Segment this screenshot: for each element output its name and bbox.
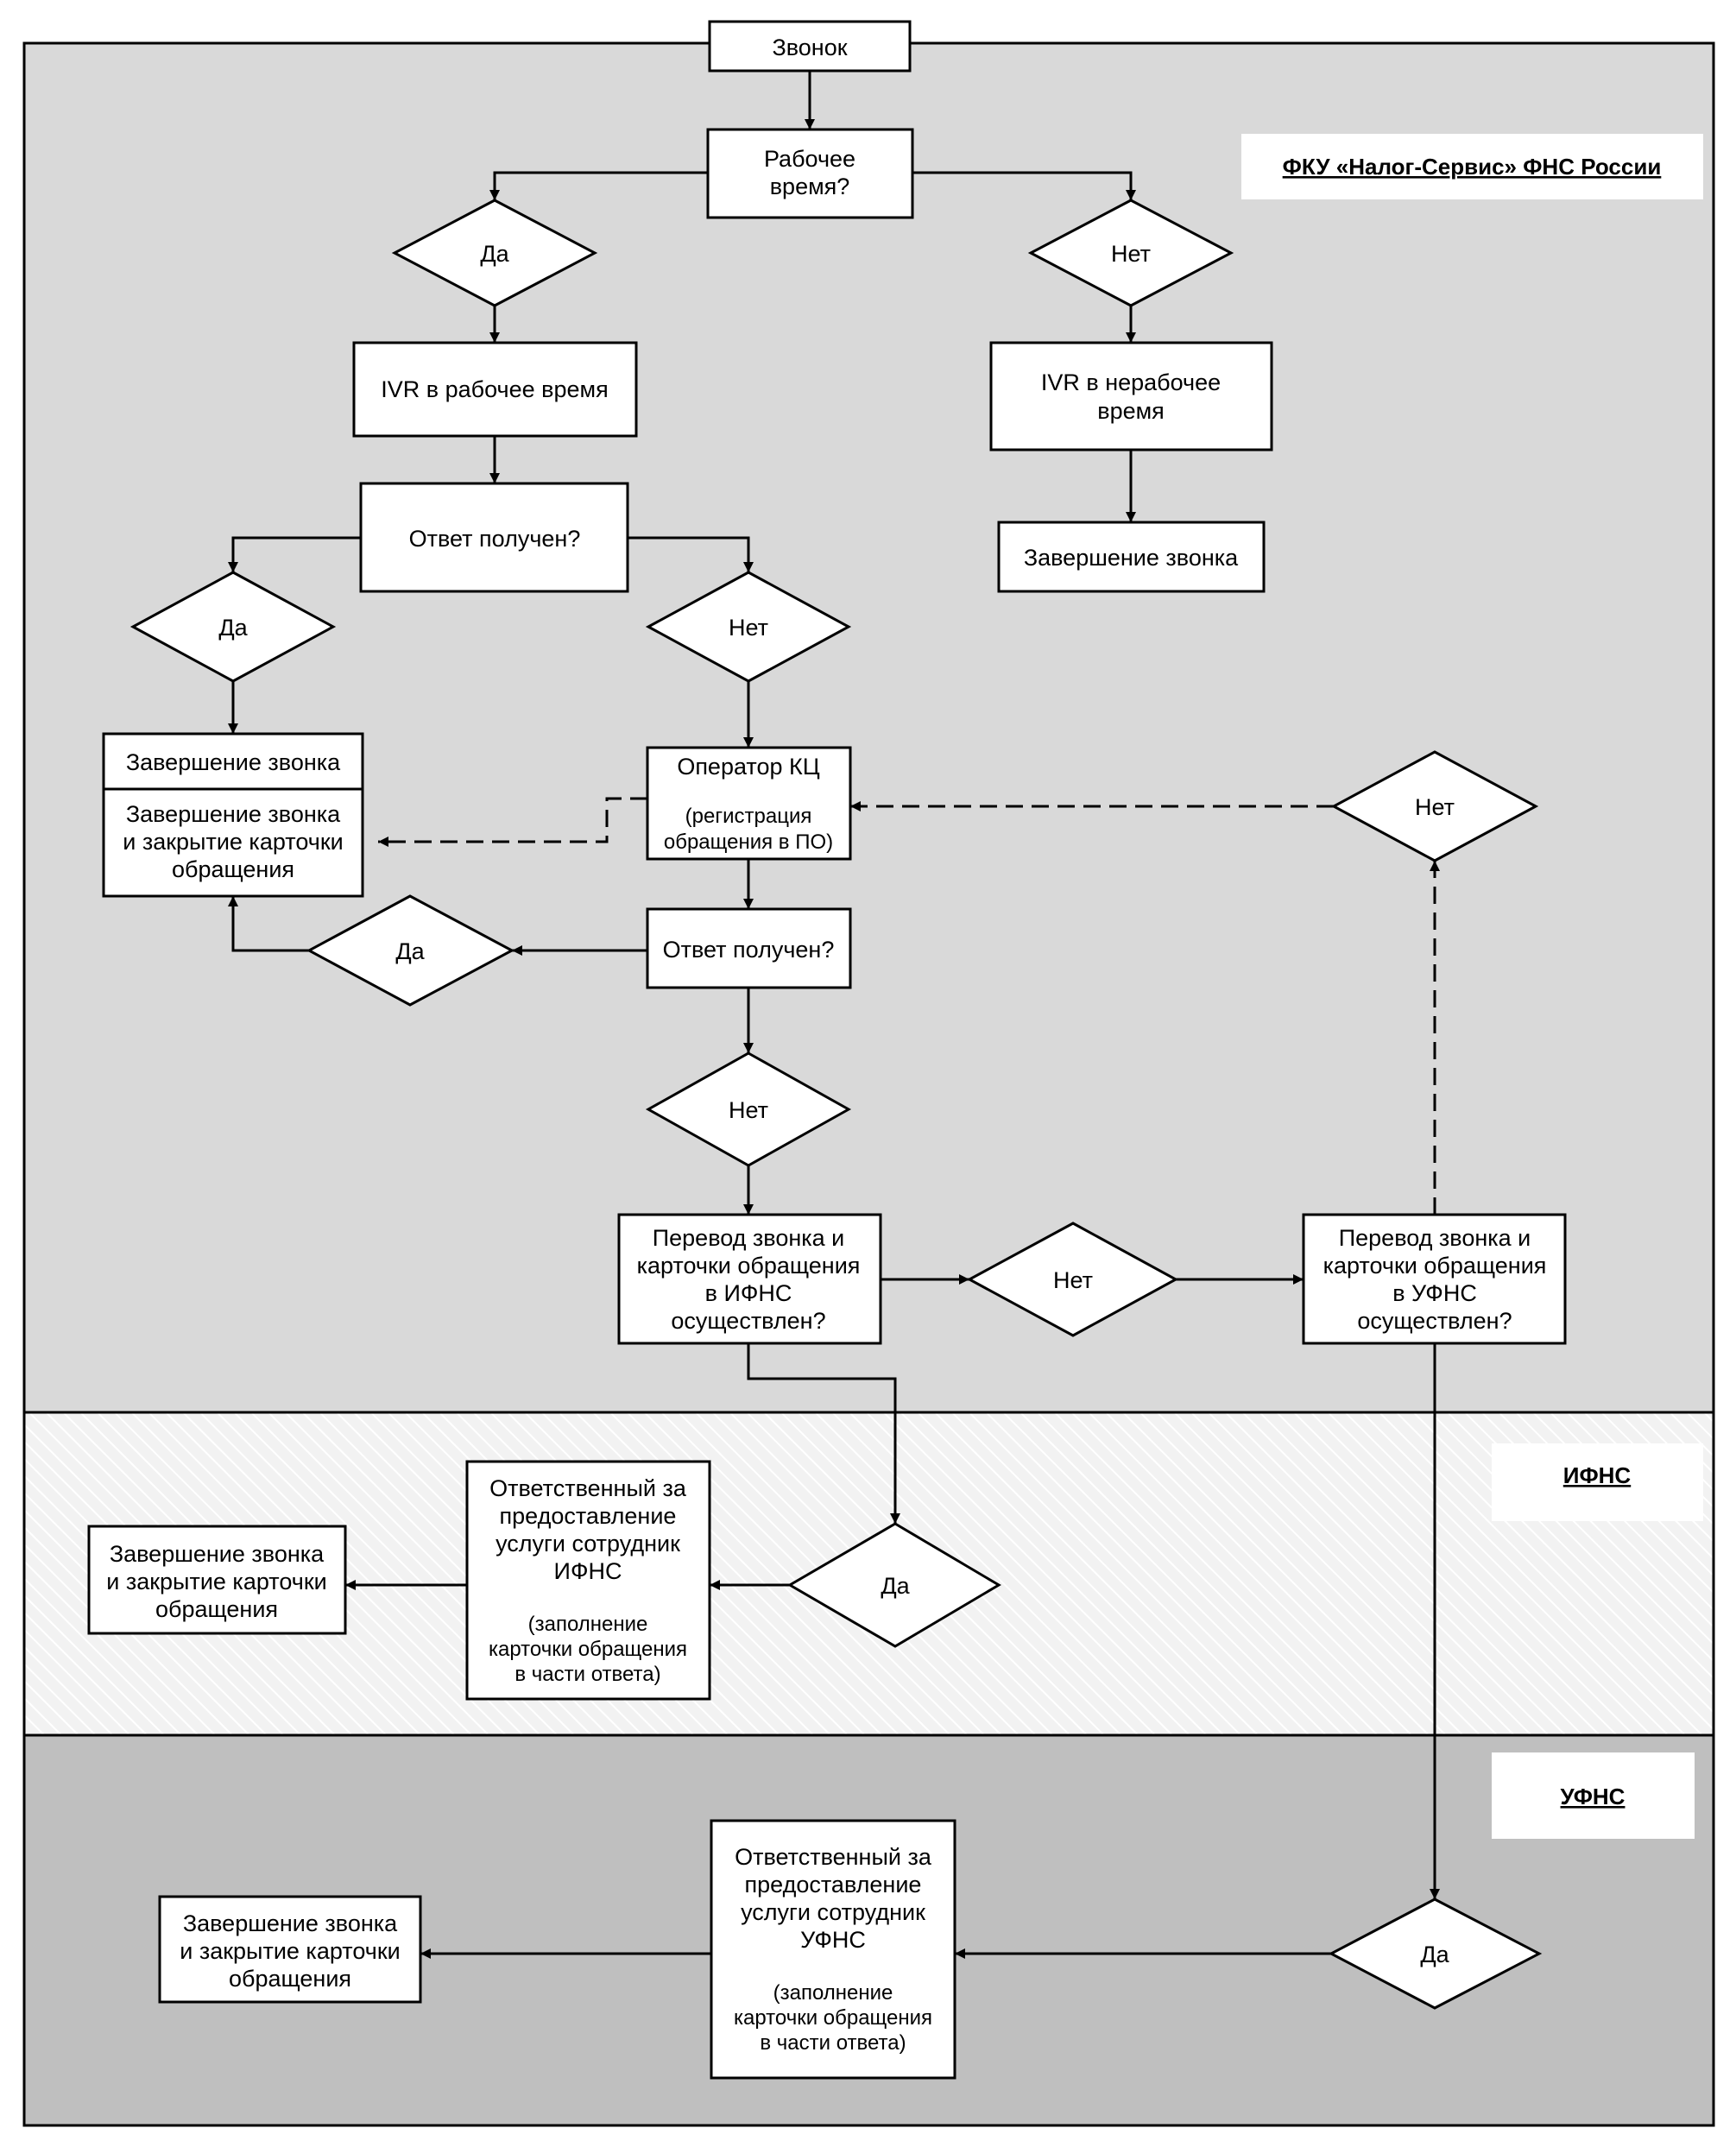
org-label-ufns-text: УФНС <box>1561 1784 1626 1809</box>
decision-yes-3-text: Да <box>395 938 425 964</box>
decision-yes-1: Да <box>391 199 598 307</box>
node-work-time-line-2: время? <box>770 174 850 199</box>
node-end-ufns-line-3: обращения <box>229 1966 351 1992</box>
node-answer-1-text: Ответ получен? <box>409 526 581 552</box>
node-answer-2: Ответ получен? <box>646 907 852 989</box>
decision-no-1-text: Нет <box>1111 241 1151 267</box>
node-resp-ifns-title-1: Ответственный за <box>489 1475 687 1501</box>
node-call-text: Звонок <box>772 35 847 60</box>
node-end-box-header: Завершение звонка <box>126 749 341 775</box>
node-end-box-line-3: обращения <box>172 856 294 882</box>
node-resp-ufns-title-1: Ответственный за <box>735 1844 932 1870</box>
org-label-fku: ФКУ «Налог-Сервис» ФНС России <box>1241 134 1703 199</box>
node-end-ufns: Завершение звонка и закрытие карточки об… <box>158 1895 422 2004</box>
node-end-box-line-1: Завершение звонка <box>126 801 341 827</box>
node-resp-ufns-title-3: услуги сотрудник <box>741 1899 925 1925</box>
node-transfer-ufns: Перевод звонка и карточки обращения в УФ… <box>1302 1213 1567 1345</box>
node-operator-note-1: (регистрация <box>685 805 812 828</box>
org-label-fku-text: ФКУ «Налог-Сервис» ФНС России <box>1283 154 1662 180</box>
node-end-ufns-line-1: Завершение звонка <box>183 1910 398 1936</box>
node-resp-ifns-title-3: услуги сотрудник <box>496 1531 680 1557</box>
node-ivr-off-line-1: IVR в нерабочее <box>1041 369 1221 395</box>
node-transfer-ifns-line-2: карточки обращения <box>637 1253 861 1279</box>
org-label-ifns-text: ИФНС <box>1563 1462 1632 1488</box>
edge-operator-endbox <box>378 797 647 847</box>
edge-answer1-no <box>628 536 754 572</box>
node-transfer-ifns-line-1: Перевод звонка и <box>653 1225 845 1251</box>
decision-yes-2-text: Да <box>218 615 248 641</box>
node-operator: Оператор КЦ (регистрация обращения в ПО) <box>646 746 852 861</box>
decision-yes-1-text: Да <box>480 241 509 267</box>
decision-no-4: Нет <box>966 1222 1179 1337</box>
node-work-time: Рабочее время? <box>706 128 914 219</box>
org-label-ifns: ИФНС <box>1492 1443 1703 1521</box>
node-ivr-off: IVR в нерабочее время <box>989 341 1273 452</box>
node-resp-ufns-note-2: карточки обращения <box>734 2006 932 2030</box>
node-end-call-1-text: Завершение звонка <box>1024 545 1239 571</box>
node-ivr-work-text: IVR в рабочее время <box>381 376 608 402</box>
lane-fku <box>22 41 1715 1414</box>
node-transfer-ufns-line-2: карточки обращения <box>1323 1253 1547 1279</box>
decision-no-2: Нет <box>645 571 852 683</box>
edge-worktime-yes <box>489 171 708 200</box>
decision-no-loop: Нет <box>1330 750 1539 862</box>
node-resp-ifns-title-2: предоставление <box>500 1503 677 1529</box>
node-transfer-ifns-line-4: осуществлен? <box>671 1308 825 1334</box>
node-end-box: Завершение звонка Завершение звонка и за… <box>102 732 364 898</box>
node-resp-ifns: Ответственный за предоставление услуги с… <box>465 1460 711 1701</box>
node-end-box-line-2: и закрытие карточки <box>123 829 343 855</box>
node-transfer-ufns-line-3: в УФНС <box>1392 1280 1477 1306</box>
node-transfer-ifns: Перевод звонка и карточки обращения в ИФ… <box>617 1213 882 1345</box>
node-resp-ufns-title-4: УФНС <box>800 1927 866 1953</box>
edge-answer1-yes <box>228 536 361 572</box>
decision-no-3-text: Нет <box>729 1097 768 1123</box>
node-end-ifns-line-1: Завершение звонка <box>110 1541 325 1567</box>
node-operator-title: Оператор КЦ <box>677 754 819 780</box>
node-transfer-ufns-line-1: Перевод звонка и <box>1339 1225 1531 1251</box>
decision-no-2-text: Нет <box>729 615 768 641</box>
decision-yes-ifns-text: Да <box>881 1573 910 1599</box>
node-resp-ifns-note-3: в части ответа) <box>514 1663 660 1686</box>
decision-no-4-text: Нет <box>1053 1267 1093 1293</box>
edge-transferifns-yesifns <box>747 1343 900 1524</box>
node-call: Звонок <box>708 20 912 73</box>
node-ivr-work: IVR в рабочее время <box>352 341 638 438</box>
node-resp-ifns-title-4: ИФНС <box>554 1558 622 1584</box>
node-ivr-off-line-2: время <box>1097 398 1165 424</box>
node-resp-ufns: Ответственный за предоставление услуги с… <box>710 1819 956 2080</box>
node-answer-1: Ответ получен? <box>359 482 629 593</box>
decision-no-loop-text: Нет <box>1415 794 1455 820</box>
connectors <box>228 71 1440 1959</box>
node-resp-ifns-note-2: карточки обращения <box>489 1638 687 1661</box>
node-end-ifns-line-2: и закрытие карточки <box>106 1569 326 1594</box>
decision-yes-2: Да <box>129 571 337 683</box>
org-label-ufns: УФНС <box>1492 1752 1695 1839</box>
node-end-ufns-line-2: и закрытие карточки <box>180 1938 400 1964</box>
decision-no-1: Нет <box>1027 199 1234 307</box>
edge-yes3-endbox <box>228 896 309 952</box>
node-transfer-ifns-line-3: в ИФНС <box>705 1280 792 1306</box>
node-end-ifns: Завершение звонка и закрытие карточки об… <box>87 1525 347 1635</box>
decision-yes-ifns: Да <box>787 1522 1001 1648</box>
decision-yes-ufns: Да <box>1328 1898 1543 2010</box>
node-end-ifns-line-3: обращения <box>155 1596 278 1622</box>
node-resp-ufns-title-2: предоставление <box>745 1872 922 1898</box>
node-work-time-line-1: Рабочее <box>764 146 855 172</box>
node-resp-ifns-note-1: (заполнение <box>528 1613 648 1636</box>
decision-no-3: Нет <box>645 1051 852 1167</box>
node-resp-ufns-note-1: (заполнение <box>773 1981 893 2005</box>
decision-yes-3: Да <box>306 894 515 1007</box>
node-resp-ufns-note-3: в части ответа) <box>760 2031 906 2055</box>
node-operator-note-2: обращения в ПО) <box>664 830 833 854</box>
node-answer-2-text: Ответ получен? <box>663 937 835 963</box>
node-transfer-ufns-line-4: осуществлен? <box>1357 1308 1512 1334</box>
node-end-call-1: Завершение звонка <box>997 521 1266 593</box>
edge-worktime-no <box>912 171 1136 200</box>
decision-yes-ufns-text: Да <box>1420 1942 1449 1967</box>
